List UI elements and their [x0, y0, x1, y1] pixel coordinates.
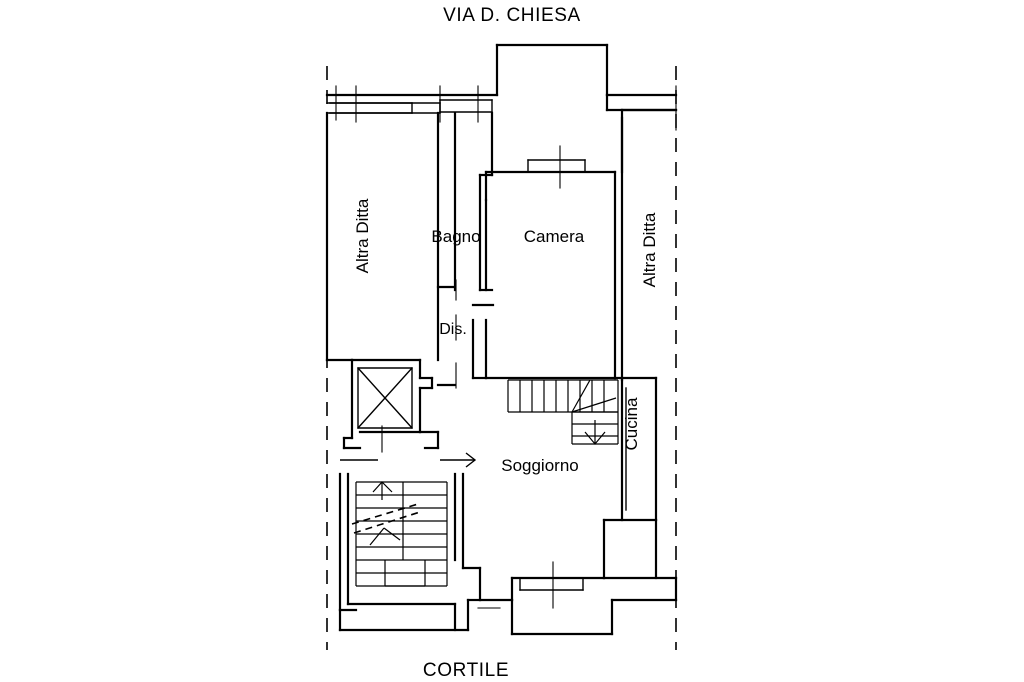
room-disimpegno-walls — [436, 303, 495, 389]
internal-staircase — [507, 379, 619, 445]
window-top-left — [329, 102, 413, 114]
street-title-top: VIA D. CHIESA — [443, 5, 581, 26]
room-altra-ditta-right — [602, 93, 678, 602]
room-soggiorno-walls — [478, 518, 606, 609]
label-cucina: Cucina — [622, 397, 641, 450]
property-boundary-dashed — [326, 66, 677, 650]
common-staircase — [338, 472, 482, 632]
label-altra-ditta-right: Altra Ditta — [640, 212, 659, 287]
bottom-right-exterior — [466, 598, 678, 636]
window-top-bagno — [439, 99, 493, 113]
room-bagno-walls — [436, 111, 494, 301]
label-bagno: Bagno — [431, 227, 480, 246]
ventilation-shaft — [342, 358, 440, 453]
label-altra-ditta-left: Altra Ditta — [353, 198, 372, 273]
label-camera: Camera — [524, 227, 585, 246]
room-camera-walls — [484, 145, 617, 380]
room-altra-ditta-left — [325, 111, 440, 362]
label-disimpegno: Dis. — [439, 321, 467, 338]
label-soggiorno: Soggiorno — [501, 456, 579, 475]
courtyard-title-bottom: CORTILE — [423, 660, 509, 681]
entrance-direction-arrow — [340, 452, 477, 468]
